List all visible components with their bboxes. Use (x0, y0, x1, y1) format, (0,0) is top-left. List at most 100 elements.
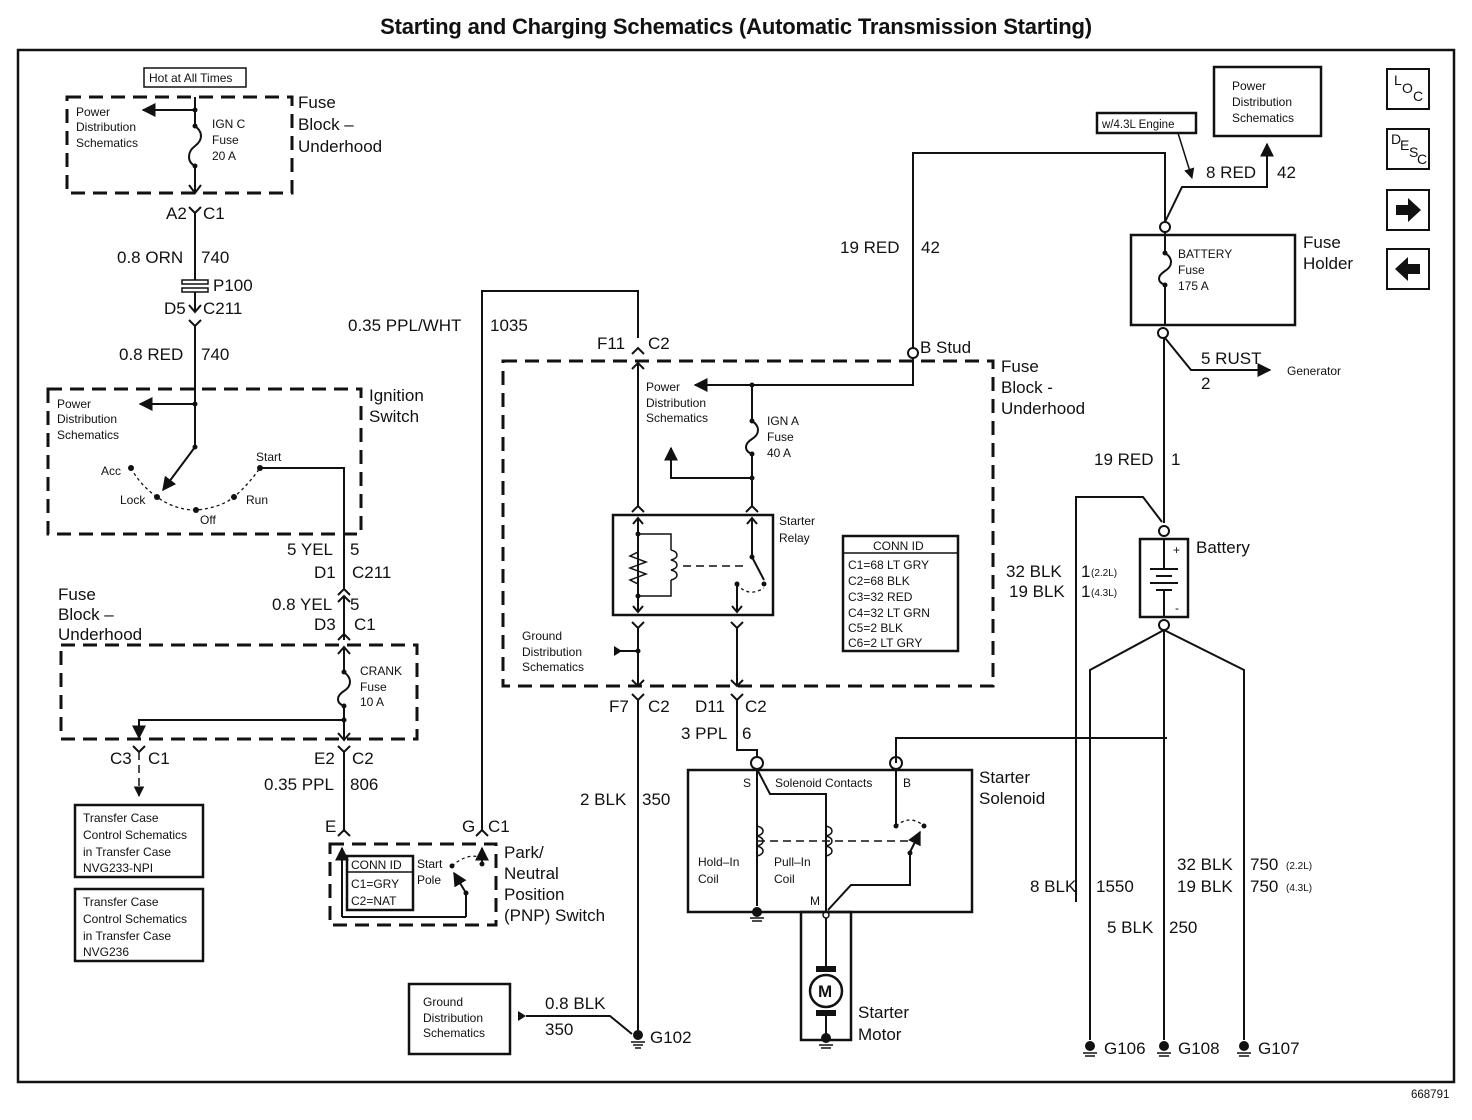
svg-text:C5=2 BLK: C5=2 BLK (848, 621, 903, 635)
svg-text:Solenoid Contacts: Solenoid Contacts (775, 776, 872, 790)
svg-text:w/4.3L Engine: w/4.3L Engine (1101, 119, 1174, 131)
svg-text:M: M (818, 982, 832, 1001)
svg-text:Battery: Battery (1196, 538, 1250, 557)
svg-text:C4=32 LT GRN: C4=32 LT GRN (848, 606, 930, 620)
svg-text:740: 740 (201, 345, 229, 364)
svg-text:Ground Distribution Sc: Ground Distribution Schematics (522, 629, 585, 674)
svg-text:Acc: Acc (101, 464, 121, 478)
svg-text:-: - (1175, 601, 1179, 615)
svg-text:B Stud: B Stud (920, 338, 971, 357)
wire-gauge-label: 0.8 ORN (117, 248, 183, 267)
svg-text:F7: F7 (609, 697, 629, 716)
svg-text:C6=2 LT GRY: C6=2 LT GRY (848, 636, 922, 650)
svg-text:42: 42 (921, 238, 940, 257)
next-page-button[interactable] (1386, 189, 1430, 231)
connector-c1: C1 (203, 204, 225, 223)
svg-text:D3: D3 (314, 615, 336, 634)
ground-distribution-link[interactable]: Ground Distribution Schematics (407, 982, 512, 1056)
ground-g106 (1083, 1041, 1097, 1057)
fuse-holder (1129, 233, 1297, 327)
starter-solenoid-label: Starter Solenoid (979, 768, 1045, 808)
w43-engine-note: w/4.3L Engine (1095, 111, 1198, 135)
svg-text:C1: C1 (488, 817, 510, 836)
svg-text:Transfer Case Control Sc: Transfer Case Control Schematics in Tran… (83, 895, 190, 959)
svg-text:C211: C211 (352, 563, 391, 582)
figure-id: 668791 (1411, 1089, 1449, 1101)
svg-text:BATTERY Fuse 175 A: BATTERY Fuse 175 A (1178, 247, 1235, 293)
fuse-block-1-label: Fuse Block – Underhood (298, 93, 382, 156)
svg-text:(2.2L): (2.2L) (1286, 861, 1312, 872)
right-arrow-icon (1396, 198, 1421, 222)
motor-symbol (808, 973, 844, 1009)
svg-text:350: 350 (642, 790, 670, 809)
motor-ground (819, 1033, 833, 1049)
svg-text:32 BLK: 32 BLK (1177, 855, 1233, 874)
ign-c-fuse-symbol (188, 110, 202, 193)
svg-text:Off: Off (200, 513, 216, 527)
relay-resistor (627, 551, 649, 585)
svg-text:5 BLK: 5 BLK (1107, 918, 1154, 937)
fuse-holder-terminal-bottom (1157, 327, 1169, 339)
svg-text:2 BLK: 2 BLK (580, 790, 627, 809)
svg-text:B: B (903, 776, 911, 790)
fuse-block-underhood-1 (65, 95, 294, 195)
power-distribution-link[interactable]: Power Distribution Schematics (1212, 65, 1323, 138)
page-frame (16, 48, 1456, 1084)
starter-motor-label: Starter Motor (858, 1003, 914, 1044)
svg-text:0.35 PPL/WHT: 0.35 PPL/WHT (348, 316, 461, 335)
svg-text:P100: P100 (213, 276, 253, 295)
battery-terminal-negative (1158, 619, 1170, 631)
svg-text:750: 750 (1250, 877, 1278, 896)
svg-text:C2: C2 (352, 749, 374, 768)
svg-text:C2: C2 (648, 334, 670, 353)
svg-text:19 RED: 19 RED (1094, 450, 1154, 469)
svg-text:5: 5 (350, 595, 359, 614)
svg-text:Start Pole: Start Pole (417, 857, 446, 887)
svg-text:42: 42 (1277, 163, 1296, 182)
connector-c211: C211 (203, 299, 242, 318)
svg-text:1550: 1550 (1096, 877, 1134, 896)
transfer-case-link-npi[interactable]: Transfer Case Control Schematics in Tran… (73, 803, 205, 879)
ignition-switch-box (46, 387, 363, 536)
svg-text:CONN ID: CONN ID (351, 858, 402, 872)
transfer-case-link-nvg236[interactable]: Transfer Case Control Schematics in Tran… (73, 887, 205, 963)
relay-conn-id-table: CONN ID C1=68 LT GRY C2=68 BLK C3=32 RED… (841, 534, 960, 653)
svg-text:Hot at All Times: Hot at All Times (149, 71, 232, 85)
desc-button[interactable]: D E S C (1386, 128, 1430, 170)
hot-at-all-times-label: Hot at All Times (143, 67, 247, 88)
svg-text:Ground Distribution: Ground Distribution Schematics (423, 995, 486, 1040)
svg-text:+: + (1173, 543, 1180, 557)
fuse-holder-label: Fuse Holder (1303, 233, 1353, 273)
svg-text:C3: C3 (110, 749, 132, 768)
svg-text:C1=68 LT GRY: C1=68 LT GRY (848, 558, 929, 572)
crank-fuse-label: CRANK Fuse 10 A (360, 664, 405, 709)
svg-text:C1: C1 (354, 615, 376, 634)
ign-a-fuse-symbol (745, 385, 759, 506)
svg-text:0.8 BLK: 0.8 BLK (545, 994, 606, 1013)
switch-wiper (162, 446, 196, 492)
ground-g108 (1157, 1041, 1171, 1057)
svg-text:750: 750 (1250, 855, 1278, 874)
svg-text:CONN ID: CONN ID (873, 539, 924, 553)
svg-text:E: E (325, 817, 336, 836)
svg-text:Transfer Case Control Sc: Transfer Case Control Schematics in Tran… (83, 811, 190, 875)
svg-text:Hold–In Coil: Hold–In Coil (698, 855, 743, 886)
svg-text:350: 350 (545, 1020, 573, 1039)
svg-text:C2: C2 (745, 697, 767, 716)
svg-text:6: 6 (742, 724, 751, 743)
svg-text:C2=NAT: C2=NAT (351, 894, 397, 908)
fuse-holder-terminal-top (1159, 221, 1171, 233)
fuse-block-3-label: Fuse Block - Underhood (1001, 357, 1085, 418)
svg-text:Starter Relay: Starter Relay (779, 514, 818, 545)
svg-text:Lock: Lock (120, 493, 146, 507)
svg-text:G: G (462, 817, 475, 836)
svg-text:1035: 1035 (490, 316, 528, 335)
svg-text:0.8 RED: 0.8 RED (119, 345, 183, 364)
svg-text:E2: E2 (314, 749, 335, 768)
loc-button[interactable]: L O C (1386, 68, 1430, 110)
svg-text:Start: Start (256, 450, 282, 464)
svg-text:D1: D1 (314, 563, 336, 582)
prev-page-button[interactable] (1386, 248, 1430, 290)
svg-text:32 BLK: 32 BLK (1006, 562, 1062, 581)
svg-text:0.35 PPL: 0.35 PPL (264, 775, 334, 794)
